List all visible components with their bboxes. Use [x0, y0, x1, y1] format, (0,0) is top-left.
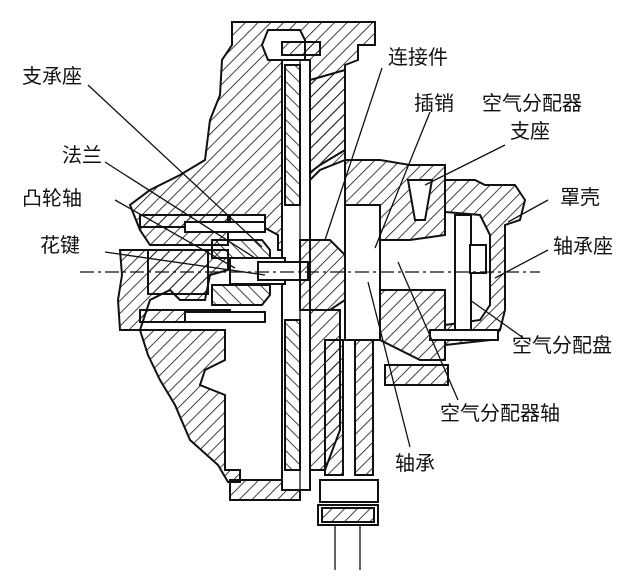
- air-pipe: [317, 339, 379, 570]
- label-air-distributor-shaft: 空气分配器轴: [440, 401, 560, 425]
- label-insert-pin: 插销: [414, 91, 454, 115]
- label-bearing: 轴承: [395, 451, 435, 475]
- label-air-distribution-disc: 空气分配盘: [512, 333, 612, 357]
- hub-assembly: [139, 214, 346, 323]
- label-cover-shell: 罩壳: [560, 185, 600, 209]
- label-support-seat: 支承座: [22, 64, 82, 88]
- labels: 支承座 连接件 插销 空气分配器 支座 法兰 凸轮轴 罩壳 花键 轴承座 空气分…: [22, 45, 613, 475]
- cover-shell: [429, 179, 527, 347]
- label-bearing-seat: 轴承座: [553, 234, 613, 258]
- label-air-distributor-seat-line1: 空气分配器: [482, 91, 582, 115]
- label-spline-key: 花键: [40, 233, 80, 257]
- label-air-distributor-seat-line2: 支座: [510, 119, 550, 143]
- label-connector: 连接件: [388, 45, 448, 69]
- label-flange: 法兰: [62, 143, 102, 167]
- label-camshaft: 凸轮轴: [22, 186, 82, 210]
- leader-lines: [87, 67, 549, 448]
